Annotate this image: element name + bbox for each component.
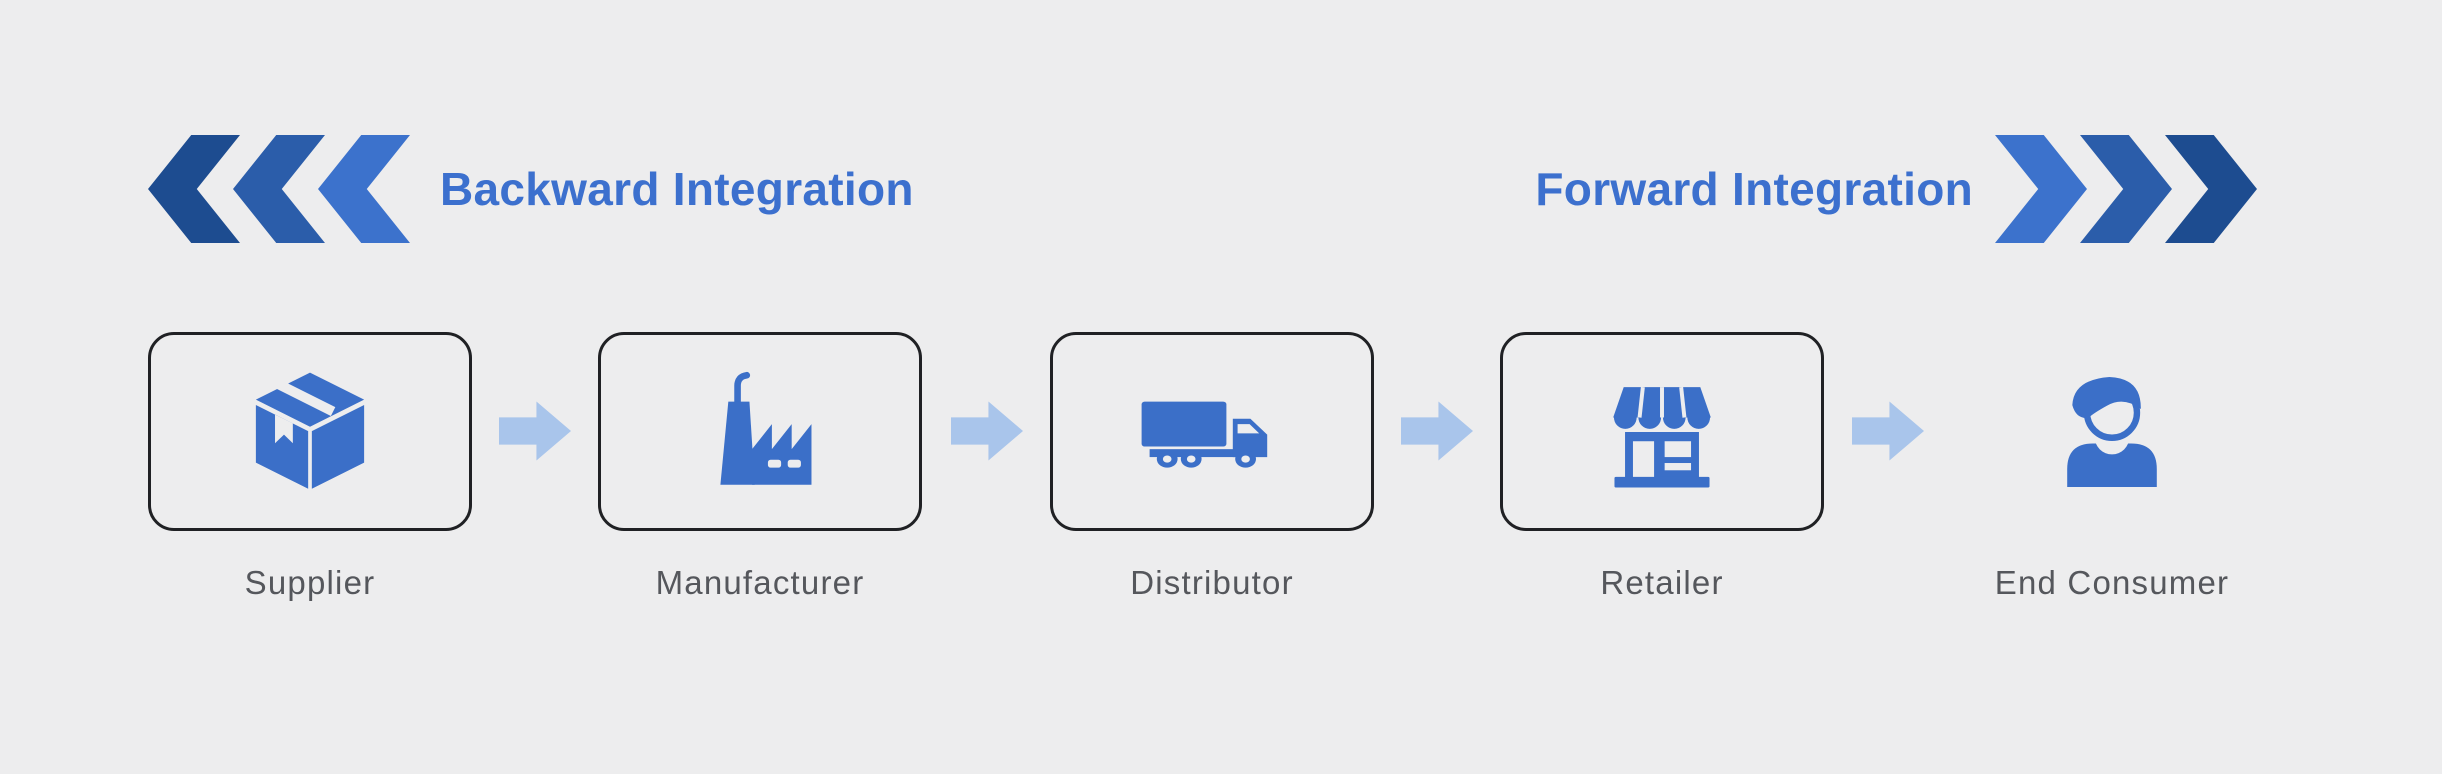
manufacturer-box [598,332,922,531]
store-icon [1613,386,1711,487]
end-consumer-area [1950,332,2274,531]
chevron-right-icon [1995,135,2087,243]
stage-distributor: Distributor [1050,332,1374,602]
chevron-left-icon [148,135,240,243]
stage-label-retailer: Retailer [1600,564,1724,601]
chevron-left-icon [233,135,325,243]
backward-integration-group: Backward Integration [148,135,914,243]
distributor-box [1050,332,1374,531]
forward-integration-label: Forward Integration [1535,163,1973,215]
right-block-arrow-icon [1401,401,1473,461]
backward-integration-label: Backward Integration [440,163,914,215]
supplier-box [148,332,472,531]
right-block-arrow-icon [951,401,1023,461]
right-block-arrow-icon [499,401,571,461]
factory-icon [720,371,812,485]
stage-retailer: Retailer [1500,332,1824,602]
chevron-right-icon [2080,135,2172,243]
stage-label-manufacturer: Manufacturer [655,564,865,601]
stage-manufacturer: Manufacturer [598,332,922,602]
triple-chevron-right-icon [1995,135,2257,243]
package-icon [255,372,365,489]
stage-supplier: Supplier [148,332,472,602]
chevron-right-icon [2165,135,2257,243]
truck-icon [1141,401,1268,468]
stage-label-distributor: Distributor [1130,564,1294,601]
stage-label-end-consumer: End Consumer [1994,564,2230,601]
stage-label-supplier: Supplier [244,564,376,601]
forward-integration-group: Forward Integration [1535,135,2257,243]
right-block-arrow-icon [1852,401,1924,461]
person-icon [2067,376,2157,487]
stage-end-consumer: End Consumer [1950,332,2274,602]
retailer-box [1500,332,1824,531]
chevron-left-icon [318,135,410,243]
triple-chevron-left-icon [148,135,410,243]
